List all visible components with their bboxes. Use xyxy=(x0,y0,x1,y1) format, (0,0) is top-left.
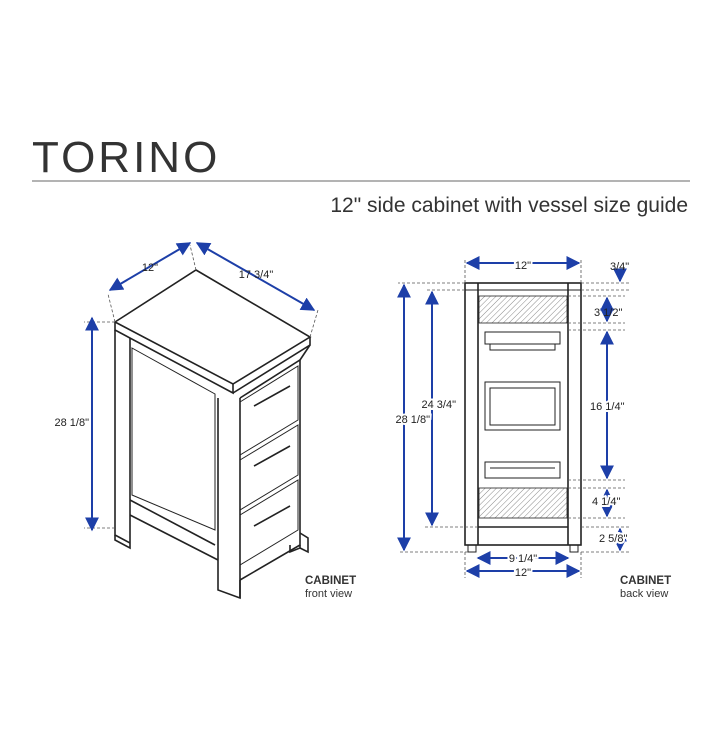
leg-spacing-label: 9 1/4" xyxy=(509,553,537,565)
drawer-handle-3 xyxy=(253,505,291,527)
top-width-label: 12" xyxy=(515,260,531,272)
drawer-handle-2 xyxy=(253,445,291,467)
drawer-2 xyxy=(239,424,299,511)
depth-dimension-line xyxy=(195,242,316,311)
lower-hatch xyxy=(478,487,568,519)
front-view-cabinet xyxy=(113,269,312,600)
drawer-back-2 xyxy=(484,381,561,431)
total-height-label: 28 1/8" xyxy=(396,414,431,426)
back-frame xyxy=(464,282,582,546)
depth-label: 17 3/4" xyxy=(239,269,274,281)
page-subtitle: 12" side cabinet with vessel size guide xyxy=(330,194,688,217)
back-view-cabinet xyxy=(464,282,582,553)
width-label: 12" xyxy=(142,262,158,274)
width-dimension-line xyxy=(108,242,192,291)
back-view-label: CABINET xyxy=(620,575,671,587)
upper-gap-label: 3 1/2" xyxy=(594,307,622,319)
front-view-label: CABINET xyxy=(305,575,356,587)
inner-height-label: 24 3/4" xyxy=(422,399,457,411)
front-view-dimensions: 12" 17 3/4" 28 1/8" xyxy=(55,242,319,532)
front-view-sublabel: front view xyxy=(305,588,352,600)
back-view-sublabel: back view xyxy=(620,588,668,600)
drawer-handle-1 xyxy=(253,385,291,407)
bottom-width-label: 12" xyxy=(515,567,531,579)
cabinet-top xyxy=(113,269,312,385)
drawer-3 xyxy=(239,479,299,566)
back-view-dimensions: 12" 3/4" 3 1/2" 16 1/4" 4 1/4" 2 5/8" 24… xyxy=(394,256,630,581)
middle-gap-label: 16 1/4" xyxy=(590,401,625,413)
top-thickness-label: 3/4" xyxy=(610,261,629,273)
drawer-1 xyxy=(239,365,299,456)
drawer-back-1 xyxy=(484,331,561,345)
height-label: 28 1/8" xyxy=(55,417,90,429)
front-panel xyxy=(114,330,131,544)
upper-hatch xyxy=(478,295,568,324)
drawer-back-3 xyxy=(484,461,561,479)
toe-height-label: 2 5/8" xyxy=(599,533,627,545)
page-title: TORINO xyxy=(32,133,220,182)
lower-gap-label: 4 1/4" xyxy=(592,496,620,508)
